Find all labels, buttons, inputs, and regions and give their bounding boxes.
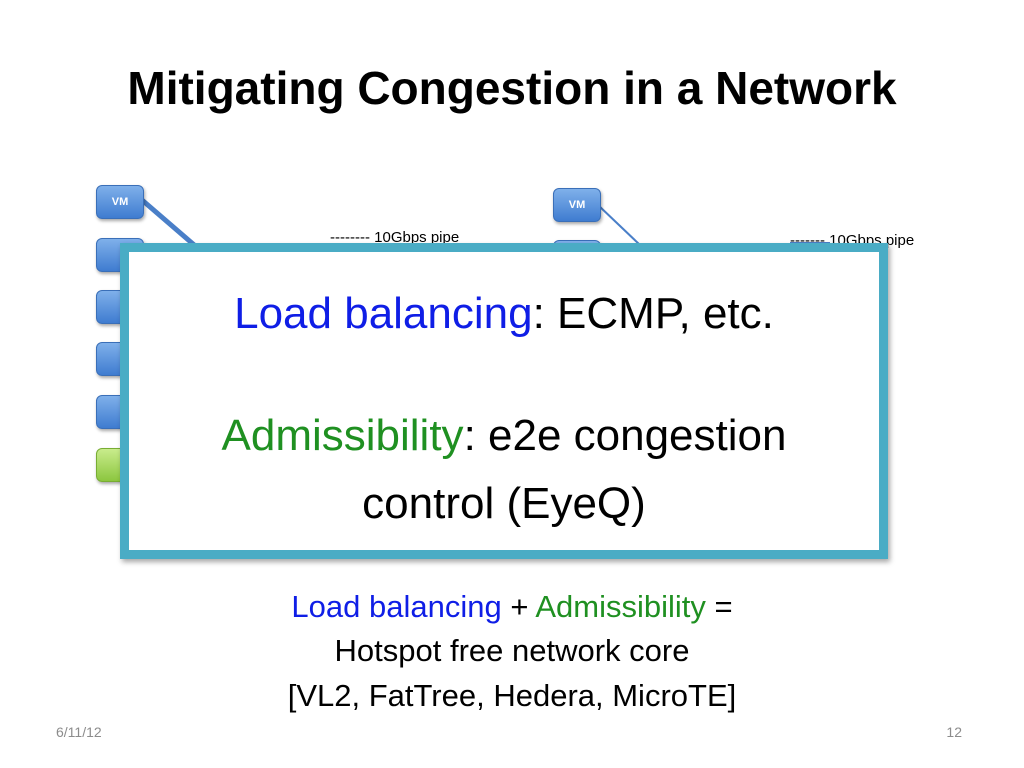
admissibility-detail-cont: control (EyeQ) [362, 479, 646, 529]
summary-result: Hotspot free network core [334, 633, 690, 669]
admissibility-term: Admissibility [221, 411, 464, 460]
callout-box: Load balancing: ECMP, etc. Admissibility… [120, 243, 888, 559]
vm-node: VM [553, 188, 601, 222]
load-balancing-line: Load balancing: ECMP, etc. [129, 288, 879, 341]
summary-admissibility: Admissibility [535, 589, 706, 624]
summary-text: Load balancing + Admissibility = Hotspot… [0, 585, 1024, 718]
summary-equals: = [714, 589, 733, 624]
admissibility-line: Admissibility: e2e congestion control (E… [129, 402, 879, 538]
slide-title: Mitigating Congestion in a Network [127, 62, 897, 114]
vm-label: VM [568, 199, 586, 211]
footer-date: 6/11/12 [56, 724, 102, 740]
left-pipe-label: -------- 10Gbps pipe [330, 229, 460, 246]
vm-label: VM [111, 196, 129, 208]
summary-references: [VL2, FatTree, Hedera, MicroTE] [287, 677, 737, 713]
load-balancing-term: Load balancing [234, 289, 533, 338]
vm-link-line [597, 204, 641, 246]
summary-load-balancing: Load balancing [291, 589, 502, 624]
load-balancing-detail: : ECMP, etc. [532, 289, 774, 338]
slide-number: 12 [946, 724, 962, 740]
summary-plus: + [510, 589, 529, 624]
vm-link-line [140, 198, 202, 252]
vm-node: VM [96, 185, 144, 219]
admissibility-detail: : e2e congestion [463, 411, 787, 460]
